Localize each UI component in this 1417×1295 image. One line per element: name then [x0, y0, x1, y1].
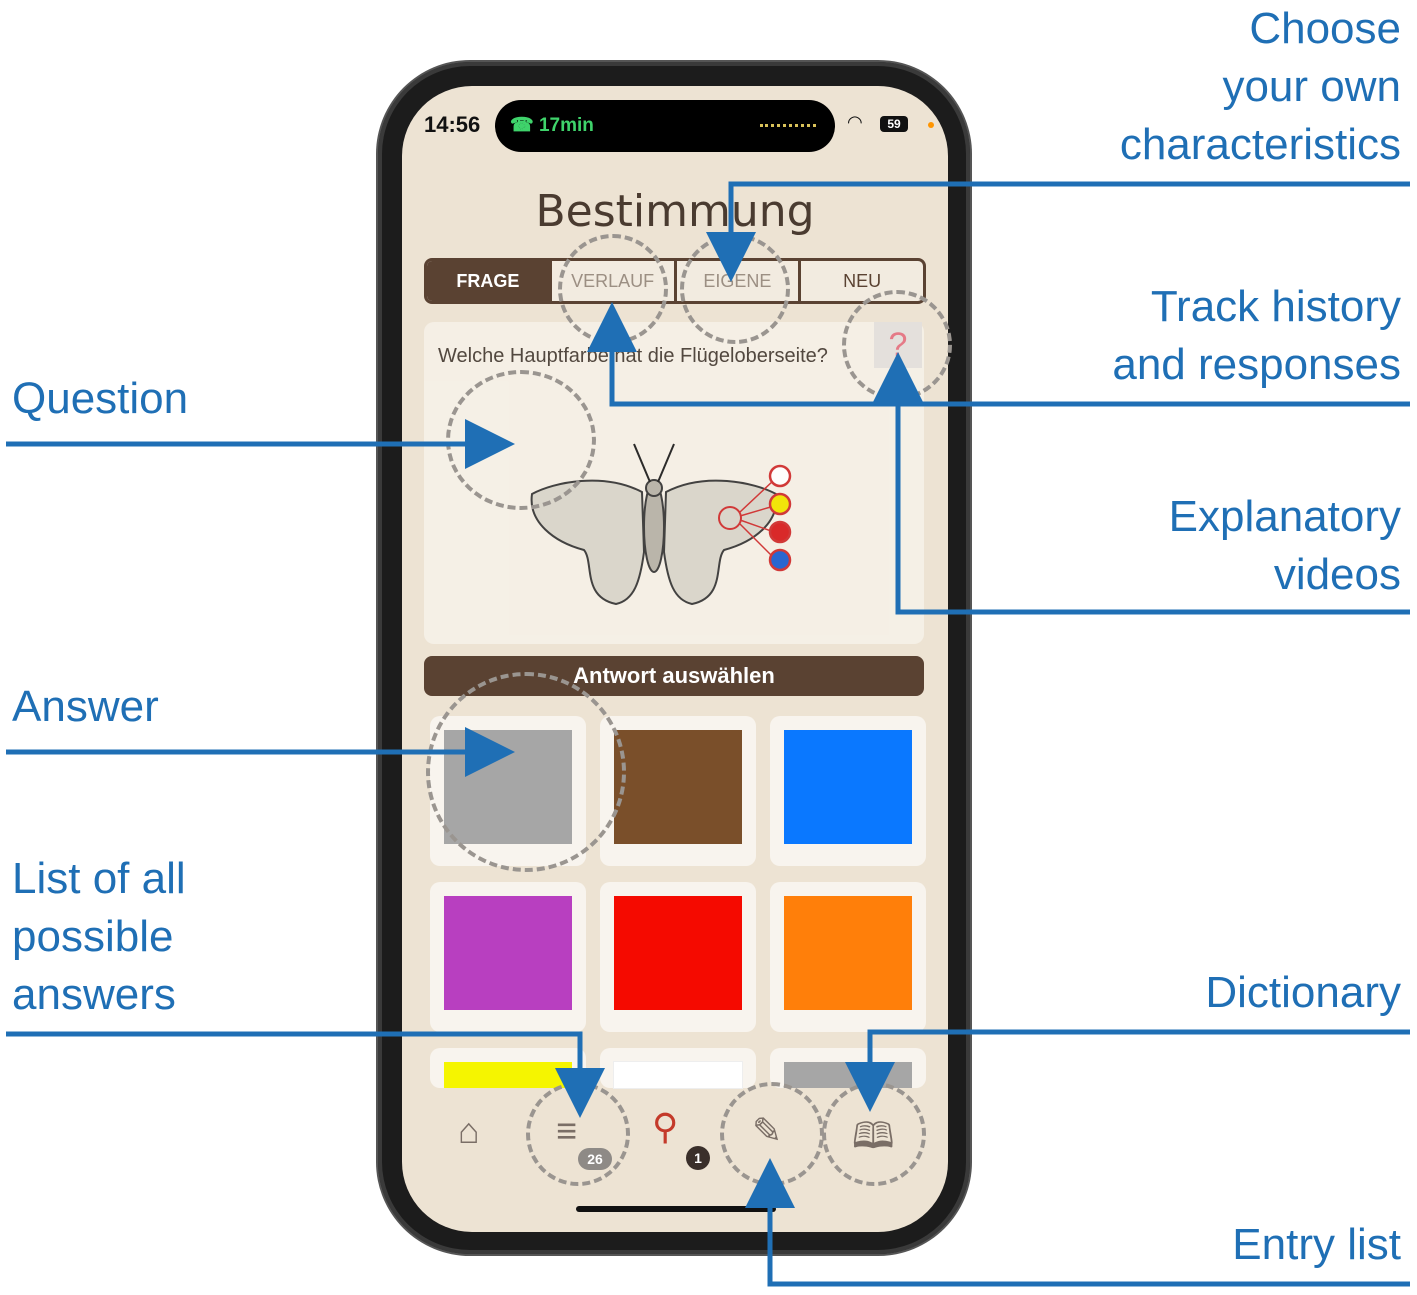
dictionary-label: Dictionary [1205, 968, 1401, 1017]
highlight-question [446, 370, 596, 510]
tab-neu[interactable]: NEU [798, 261, 923, 301]
track-history-label: Track history and responses [1112, 282, 1401, 389]
choose-characteristics-label: Choose your own characteristics [1119, 4, 1401, 169]
search-count-badge: 1 [686, 1146, 710, 1170]
question-label: Question [12, 374, 189, 423]
answer-tile[interactable] [770, 882, 926, 1032]
color-swatch-white [613, 1061, 743, 1089]
call-duration: ☎ 17min [510, 115, 594, 136]
answer-tile[interactable] [600, 1048, 756, 1089]
status-time: 14:56 [424, 112, 481, 137]
page-title: Bestimmung [535, 186, 815, 237]
tab-frage[interactable]: FRAGE [427, 261, 549, 301]
color-swatch-brown [614, 730, 742, 844]
call-time: 17min [538, 115, 594, 136]
privacy-indicator [928, 122, 934, 128]
wifi-icon: ◠ [847, 112, 863, 132]
question-text: Welche Hauptfarbe hat die Flügeloberseit… [438, 345, 828, 367]
entry-list-label: Entry list [1232, 1220, 1401, 1269]
battery-icon: 59 [880, 116, 908, 132]
explanatory-videos-label: Explanatory videos [1168, 492, 1401, 599]
color-swatch-red [614, 896, 742, 1010]
answer-tile[interactable] [770, 716, 926, 866]
audio-wave-icon [760, 124, 816, 130]
answer-label: Answer [12, 682, 159, 731]
home-icon[interactable]: ⌂ [458, 1110, 480, 1151]
answer-list-label: List of all possible answers [12, 854, 186, 1019]
answer-tile[interactable] [430, 882, 586, 1032]
answer-tile[interactable] [600, 716, 756, 866]
search-icon[interactable]: ⚲ [652, 1106, 679, 1147]
answer-tile[interactable] [600, 882, 756, 1032]
butterfly-illustration [530, 443, 792, 606]
color-swatch-purple [444, 896, 572, 1010]
color-swatch-orange [784, 896, 912, 1010]
color-swatch-blue [784, 730, 912, 844]
color-swatch-yellow [444, 1062, 572, 1088]
highlight-answer [426, 672, 626, 872]
home-indicator [576, 1206, 776, 1212]
